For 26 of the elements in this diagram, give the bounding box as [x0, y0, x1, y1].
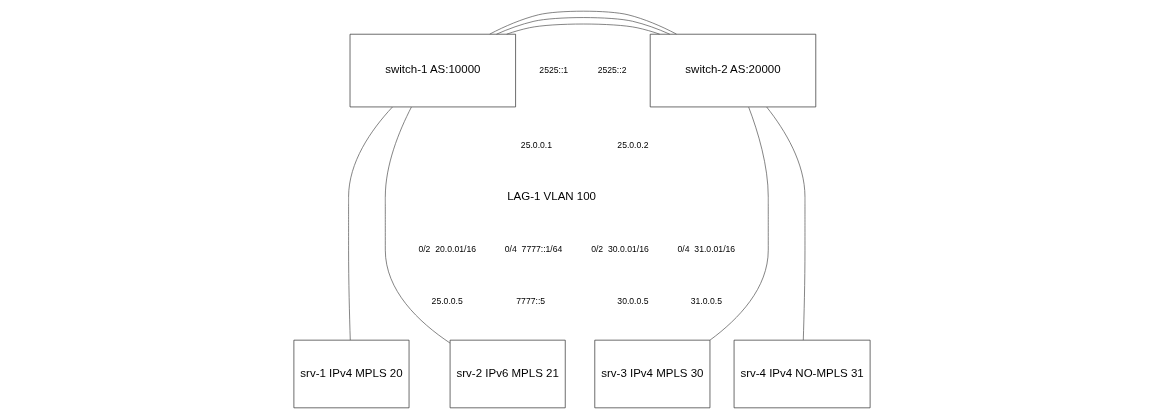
connector — [347, 106, 393, 341]
label: 0/4 7777::1/64 — [504, 243, 562, 254]
connector — [709, 106, 769, 341]
node-box: srv-4 IPv4 NO-MPLS 31 — [733, 339, 870, 409]
label: 25.0.0.5 — [431, 295, 463, 306]
label: LAG-1 VLAN 100 — [506, 190, 596, 203]
label: 0/2 30.0.01/16 — [590, 243, 649, 254]
connector — [495, 17, 670, 35]
connector — [505, 23, 660, 35]
node-box: srv-3 IPv4 MPLS 30 — [593, 339, 710, 409]
label: 0/4 31.0.01/16 — [677, 243, 735, 254]
label: 2525::1 — [538, 64, 568, 75]
label: 25.0.0.1 — [520, 140, 552, 151]
connector — [384, 106, 450, 344]
label: 0/2 20.0.01/16 — [417, 243, 476, 254]
connector — [765, 106, 805, 341]
node-box: switch-2 AS:20000 — [649, 33, 816, 108]
label: 7777::5 — [515, 295, 545, 306]
label: 25.0.0.2 — [616, 140, 649, 151]
label: 31.0.0.5 — [690, 295, 722, 306]
node-box: srv-1 IPv4 MPLS 20 — [293, 339, 409, 409]
label: 30.0.0.5 — [616, 295, 649, 306]
connector — [488, 10, 677, 35]
node-box: switch-1 AS:10000 — [349, 33, 516, 108]
node-box: srv-2 IPv6 MPLS 21 — [449, 339, 566, 409]
label: 2525::2 — [597, 64, 626, 75]
